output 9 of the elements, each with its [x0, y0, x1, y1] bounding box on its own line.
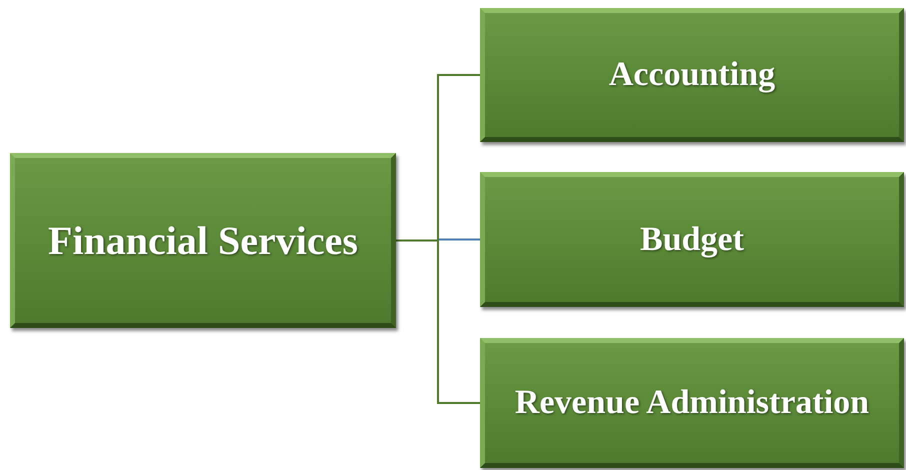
connector-line: [396, 240, 480, 404]
box-label: Revenue Administration: [514, 384, 870, 422]
process-box: [480, 338, 904, 468]
box-label: Financial Services: [48, 217, 358, 264]
box-label: Accounting: [608, 56, 776, 94]
process-box: [10, 153, 396, 328]
process-box: [480, 8, 904, 142]
process-box: [480, 172, 904, 307]
box-label: Budget: [640, 220, 744, 258]
